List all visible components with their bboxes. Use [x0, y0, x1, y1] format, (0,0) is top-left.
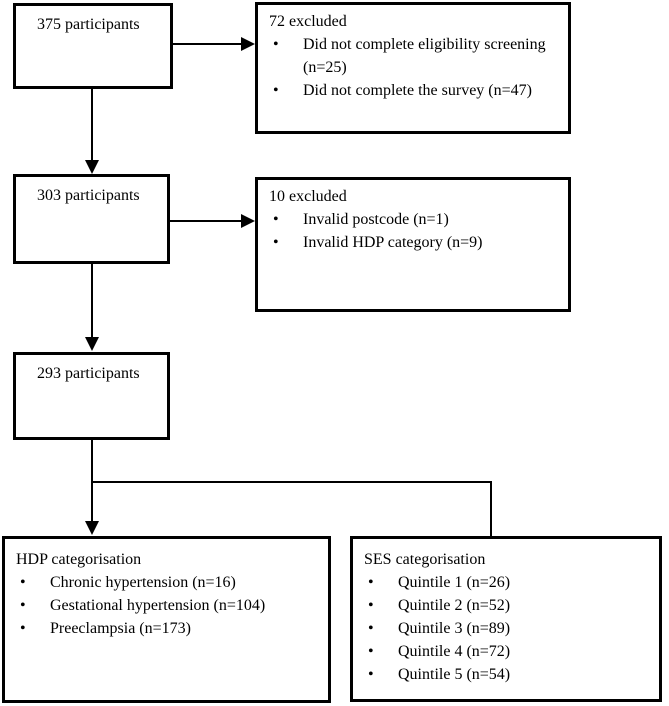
hdp-category: Preeclampsia (n=173): [50, 620, 191, 637]
list-item: • Quintile 2 (n=52): [353, 594, 659, 617]
box-ses-categorisation: SES categorisation • Quintile 1 (n=26) •…: [350, 536, 662, 702]
connector-375-to-303-line: [91, 89, 93, 161]
box-293-label: 293 participants: [37, 365, 140, 382]
connector-303-to-10-arrowhead-icon: [241, 214, 255, 228]
connector-375-to-72-arrowhead-icon: [241, 37, 255, 51]
bullet-icon: •: [368, 574, 374, 591]
ses-quintile: Quintile 5 (n=54): [398, 666, 511, 683]
box-72-title: 72 excluded: [269, 13, 347, 30]
connector-branch-to-ses-line: [490, 481, 492, 536]
exclusion-reason: Did not complete eligibility screening (…: [303, 36, 546, 76]
list-item: • Did not complete eligibility screening…: [258, 33, 568, 79]
box-72-excluded: 72 excluded • Did not complete eligibili…: [255, 2, 571, 134]
box-10-title: 10 excluded: [269, 188, 347, 205]
exclusion-reason: Invalid postcode (n=1): [303, 211, 449, 228]
bullet-icon: •: [20, 620, 26, 637]
ses-quintile: Quintile 2 (n=52): [398, 597, 511, 614]
bullet-icon: •: [20, 597, 26, 614]
list-item: • Chronic hypertension (n=16): [5, 571, 328, 594]
exclusion-reason: Did not complete the survey (n=47): [303, 82, 532, 99]
exclusion-reason: Invalid HDP category (n=9): [303, 234, 483, 251]
list-item: • Preeclampsia (n=173): [5, 617, 328, 640]
connector-branch-horizontal-line: [91, 481, 492, 483]
box-303-participants: 303 participants: [13, 174, 170, 264]
bullet-icon: •: [368, 620, 374, 637]
hdp-category: Gestational hypertension (n=104): [50, 597, 266, 614]
ses-quintile: Quintile 4 (n=72): [398, 643, 511, 660]
box-hdp-categorisation: HDP categorisation • Chronic hypertensio…: [2, 536, 331, 703]
connector-375-to-72-line: [173, 43, 241, 45]
list-item: • Did not complete the survey (n=47): [258, 79, 568, 102]
list-item: • Quintile 3 (n=89): [353, 617, 659, 640]
bullet-icon: •: [368, 597, 374, 614]
ses-quintile: Quintile 3 (n=89): [398, 620, 511, 637]
box-375-participants: 375 participants: [13, 3, 173, 89]
bullet-icon: •: [273, 82, 279, 99]
bullet-icon: •: [368, 666, 374, 683]
bullet-icon: •: [273, 36, 279, 53]
connector-303-to-293-line: [91, 264, 93, 338]
list-item: • Quintile 5 (n=54): [353, 663, 659, 686]
connector-375-to-303-arrowhead-icon: [85, 160, 99, 174]
list-item: • Quintile 4 (n=72): [353, 640, 659, 663]
bullet-icon: •: [273, 234, 279, 251]
box-293-participants: 293 participants: [13, 352, 170, 440]
box-ses-title: SES categorisation: [364, 551, 486, 568]
list-item: • Invalid postcode (n=1): [258, 208, 568, 231]
connector-293-to-hdp-arrowhead-icon: [85, 521, 99, 535]
bullet-icon: •: [20, 574, 26, 591]
box-hdp-title: HDP categorisation: [16, 551, 142, 568]
ses-quintile: Quintile 1 (n=26): [398, 574, 511, 591]
connector-303-to-10-line: [170, 220, 241, 222]
connector-303-to-293-arrowhead-icon: [85, 337, 99, 351]
list-item: • Gestational hypertension (n=104): [5, 594, 328, 617]
list-item: • Invalid HDP category (n=9): [258, 231, 568, 254]
box-10-excluded: 10 excluded • Invalid postcode (n=1) • I…: [255, 177, 571, 312]
list-item: • Quintile 1 (n=26): [353, 571, 659, 594]
bullet-icon: •: [368, 643, 374, 660]
bullet-icon: •: [273, 211, 279, 228]
box-303-label: 303 participants: [37, 187, 140, 204]
hdp-category: Chronic hypertension (n=16): [50, 574, 236, 591]
box-375-label: 375 participants: [37, 16, 140, 33]
